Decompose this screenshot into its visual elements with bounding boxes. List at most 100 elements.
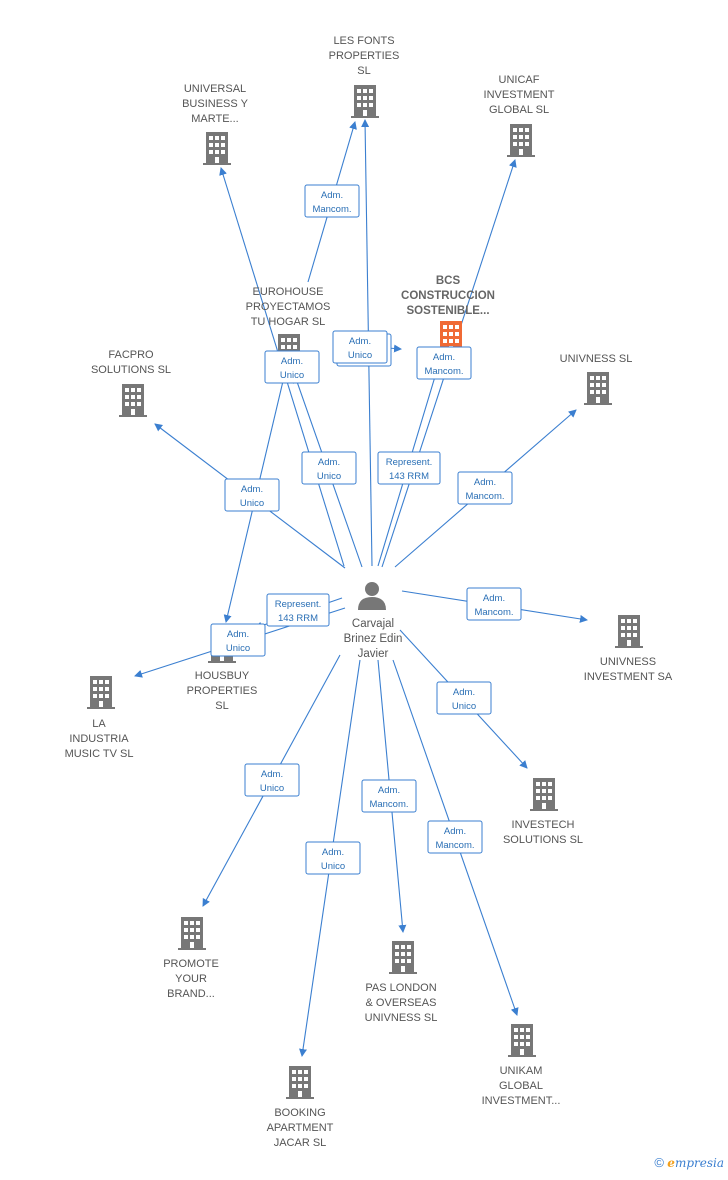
edge-label-text: Adm.Mancom.: [435, 826, 474, 851]
edge-label-text: Adm.Mancom.: [424, 352, 463, 377]
edge-label-l7: Adm.Unico: [301, 451, 357, 485]
edge-label-box: [264, 350, 320, 384]
building-icon: [119, 384, 147, 417]
building-icon: [389, 941, 417, 974]
building-icon: [507, 124, 535, 157]
edge-label-l2: Adm.Unico: [332, 330, 388, 364]
edge-label-l11: Adm.Unico: [210, 623, 266, 657]
edge-label-text: Adm.Mancom.: [369, 785, 408, 810]
edge-label-l5: Adm.Mancom.: [416, 346, 472, 380]
person-icon-body: [358, 597, 386, 610]
company-label: UNIVNESS SL: [560, 353, 633, 365]
edge-label-text: Adm.Mancom.: [465, 477, 504, 502]
edge-label-l16: Adm.Unico: [305, 841, 361, 875]
edge-label-text: Adm.Unico: [317, 457, 341, 482]
edge-label-box: [301, 451, 357, 485]
company-node-univness[interactable]: UNIVNESS SL: [560, 353, 633, 405]
edge-label-box: [416, 346, 472, 380]
edge-label-box: [457, 471, 513, 505]
edge-label-box: [332, 330, 388, 364]
edge-label-text: Adm.Unico: [280, 356, 304, 381]
edge-label-box: [224, 478, 280, 512]
edge-label-l15: Adm.Mancom.: [361, 779, 417, 813]
edge-label-box: [304, 184, 360, 218]
edge-label-l14: Adm.Unico: [244, 763, 300, 797]
edge-label-text: Adm.Unico: [452, 687, 476, 712]
person-icon: [365, 582, 379, 596]
edge-label-box: [210, 623, 266, 657]
edge-label-text: Adm.Unico: [348, 336, 372, 361]
edge-labels-layer: Adm.Mancom.Adm.UnicoAdm.Mancom.Adm.Unico…: [210, 184, 522, 875]
building-icon: [87, 676, 115, 709]
building-icon: [530, 778, 558, 811]
empresia-footer[interactable]: © empresia: [654, 1155, 724, 1170]
building-icon: [615, 615, 643, 648]
edge-label-text: Adm.Unico: [321, 847, 345, 872]
edge-label-box: [305, 841, 361, 875]
edge-label-text: Adm.Unico: [226, 629, 250, 654]
edge-label-l13: Adm.Unico: [436, 681, 492, 715]
building-icon: [584, 372, 612, 405]
edge-label-l17: Adm.Mancom.: [427, 820, 483, 854]
edge-label-text: Adm.Mancom.: [474, 593, 513, 618]
empresia-logo: empresia: [667, 1156, 724, 1170]
edge-label-l4: Adm.Unico: [264, 350, 320, 384]
edge-label-text: Represent.143 RRM: [275, 599, 321, 624]
edge-label-text: Represent.143 RRM: [386, 457, 432, 482]
edge-label-box: [361, 779, 417, 813]
edge-label-l12: Adm.Mancom.: [466, 587, 522, 621]
edge-label-l10: Represent.143 RRM: [266, 593, 330, 627]
edge-label-l1: Adm.Mancom.: [304, 184, 360, 218]
edge-label-text: Adm.Mancom.: [312, 190, 351, 215]
edge-label-text: Adm.Unico: [240, 484, 264, 509]
edge-label-box: [466, 587, 522, 621]
edge-label-l9: Adm.Unico: [224, 478, 280, 512]
copyright-symbol: ©: [654, 1155, 664, 1170]
building-icon: [203, 132, 231, 165]
edge-label-l8: Adm.Mancom.: [457, 471, 513, 505]
edge-label-box: [377, 451, 441, 485]
edge-label-box: [427, 820, 483, 854]
edge-label-box: [436, 681, 492, 715]
building-icon: [508, 1024, 536, 1057]
edge-label-l6: Represent.143 RRM: [377, 451, 441, 485]
edge-label-text: Adm.Unico: [260, 769, 284, 794]
building-icon: [286, 1066, 314, 1099]
edge-label-box: [244, 763, 300, 797]
building-icon: [351, 85, 379, 118]
building-icon: [178, 917, 206, 950]
edge-label-box: [266, 593, 330, 627]
